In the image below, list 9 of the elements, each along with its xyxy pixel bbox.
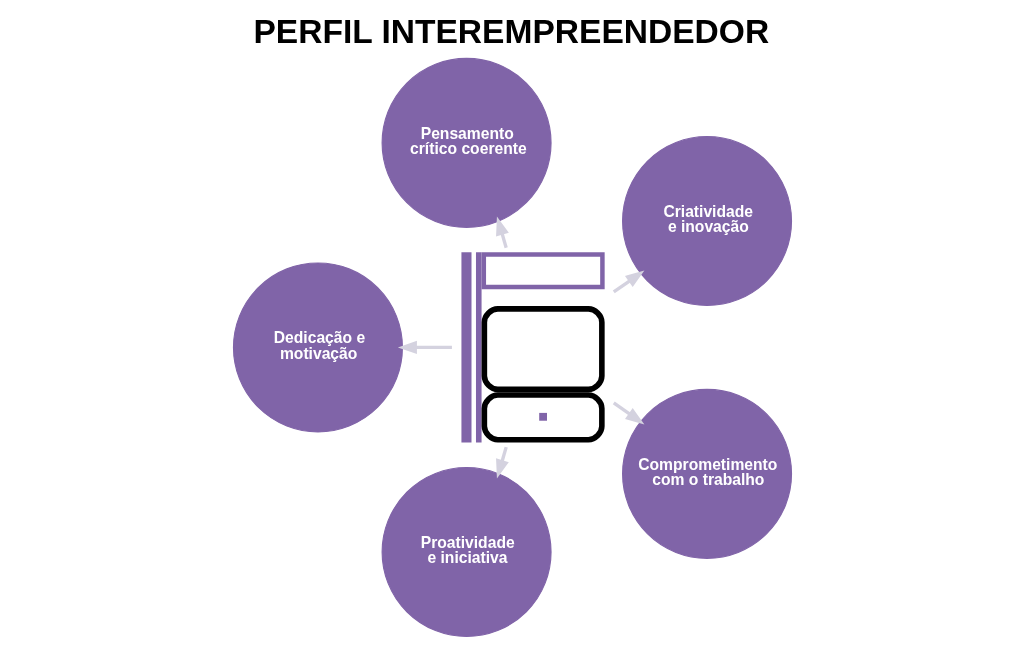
arrow <box>612 401 644 425</box>
node-circle: Proatividade e iniciativa <box>381 466 552 638</box>
arrow <box>495 446 509 479</box>
arrow <box>612 270 644 294</box>
node-circle: Pensamento crítico coerente <box>381 57 552 228</box>
arrow <box>397 340 452 355</box>
arrow <box>495 216 509 249</box>
node-circle: Dedicação e motivação <box>232 262 403 433</box>
diagram-title: PERFIL INTEREMPREENDEDOR <box>252 12 769 50</box>
